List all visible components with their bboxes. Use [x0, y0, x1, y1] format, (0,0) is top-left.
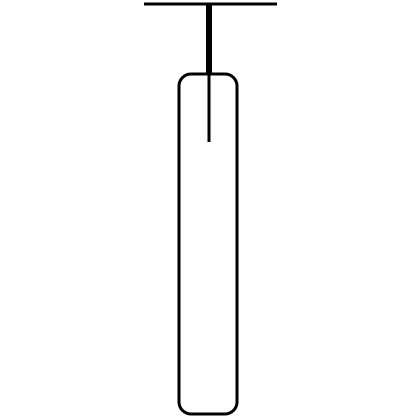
rounded-tube: [177, 72, 239, 416]
